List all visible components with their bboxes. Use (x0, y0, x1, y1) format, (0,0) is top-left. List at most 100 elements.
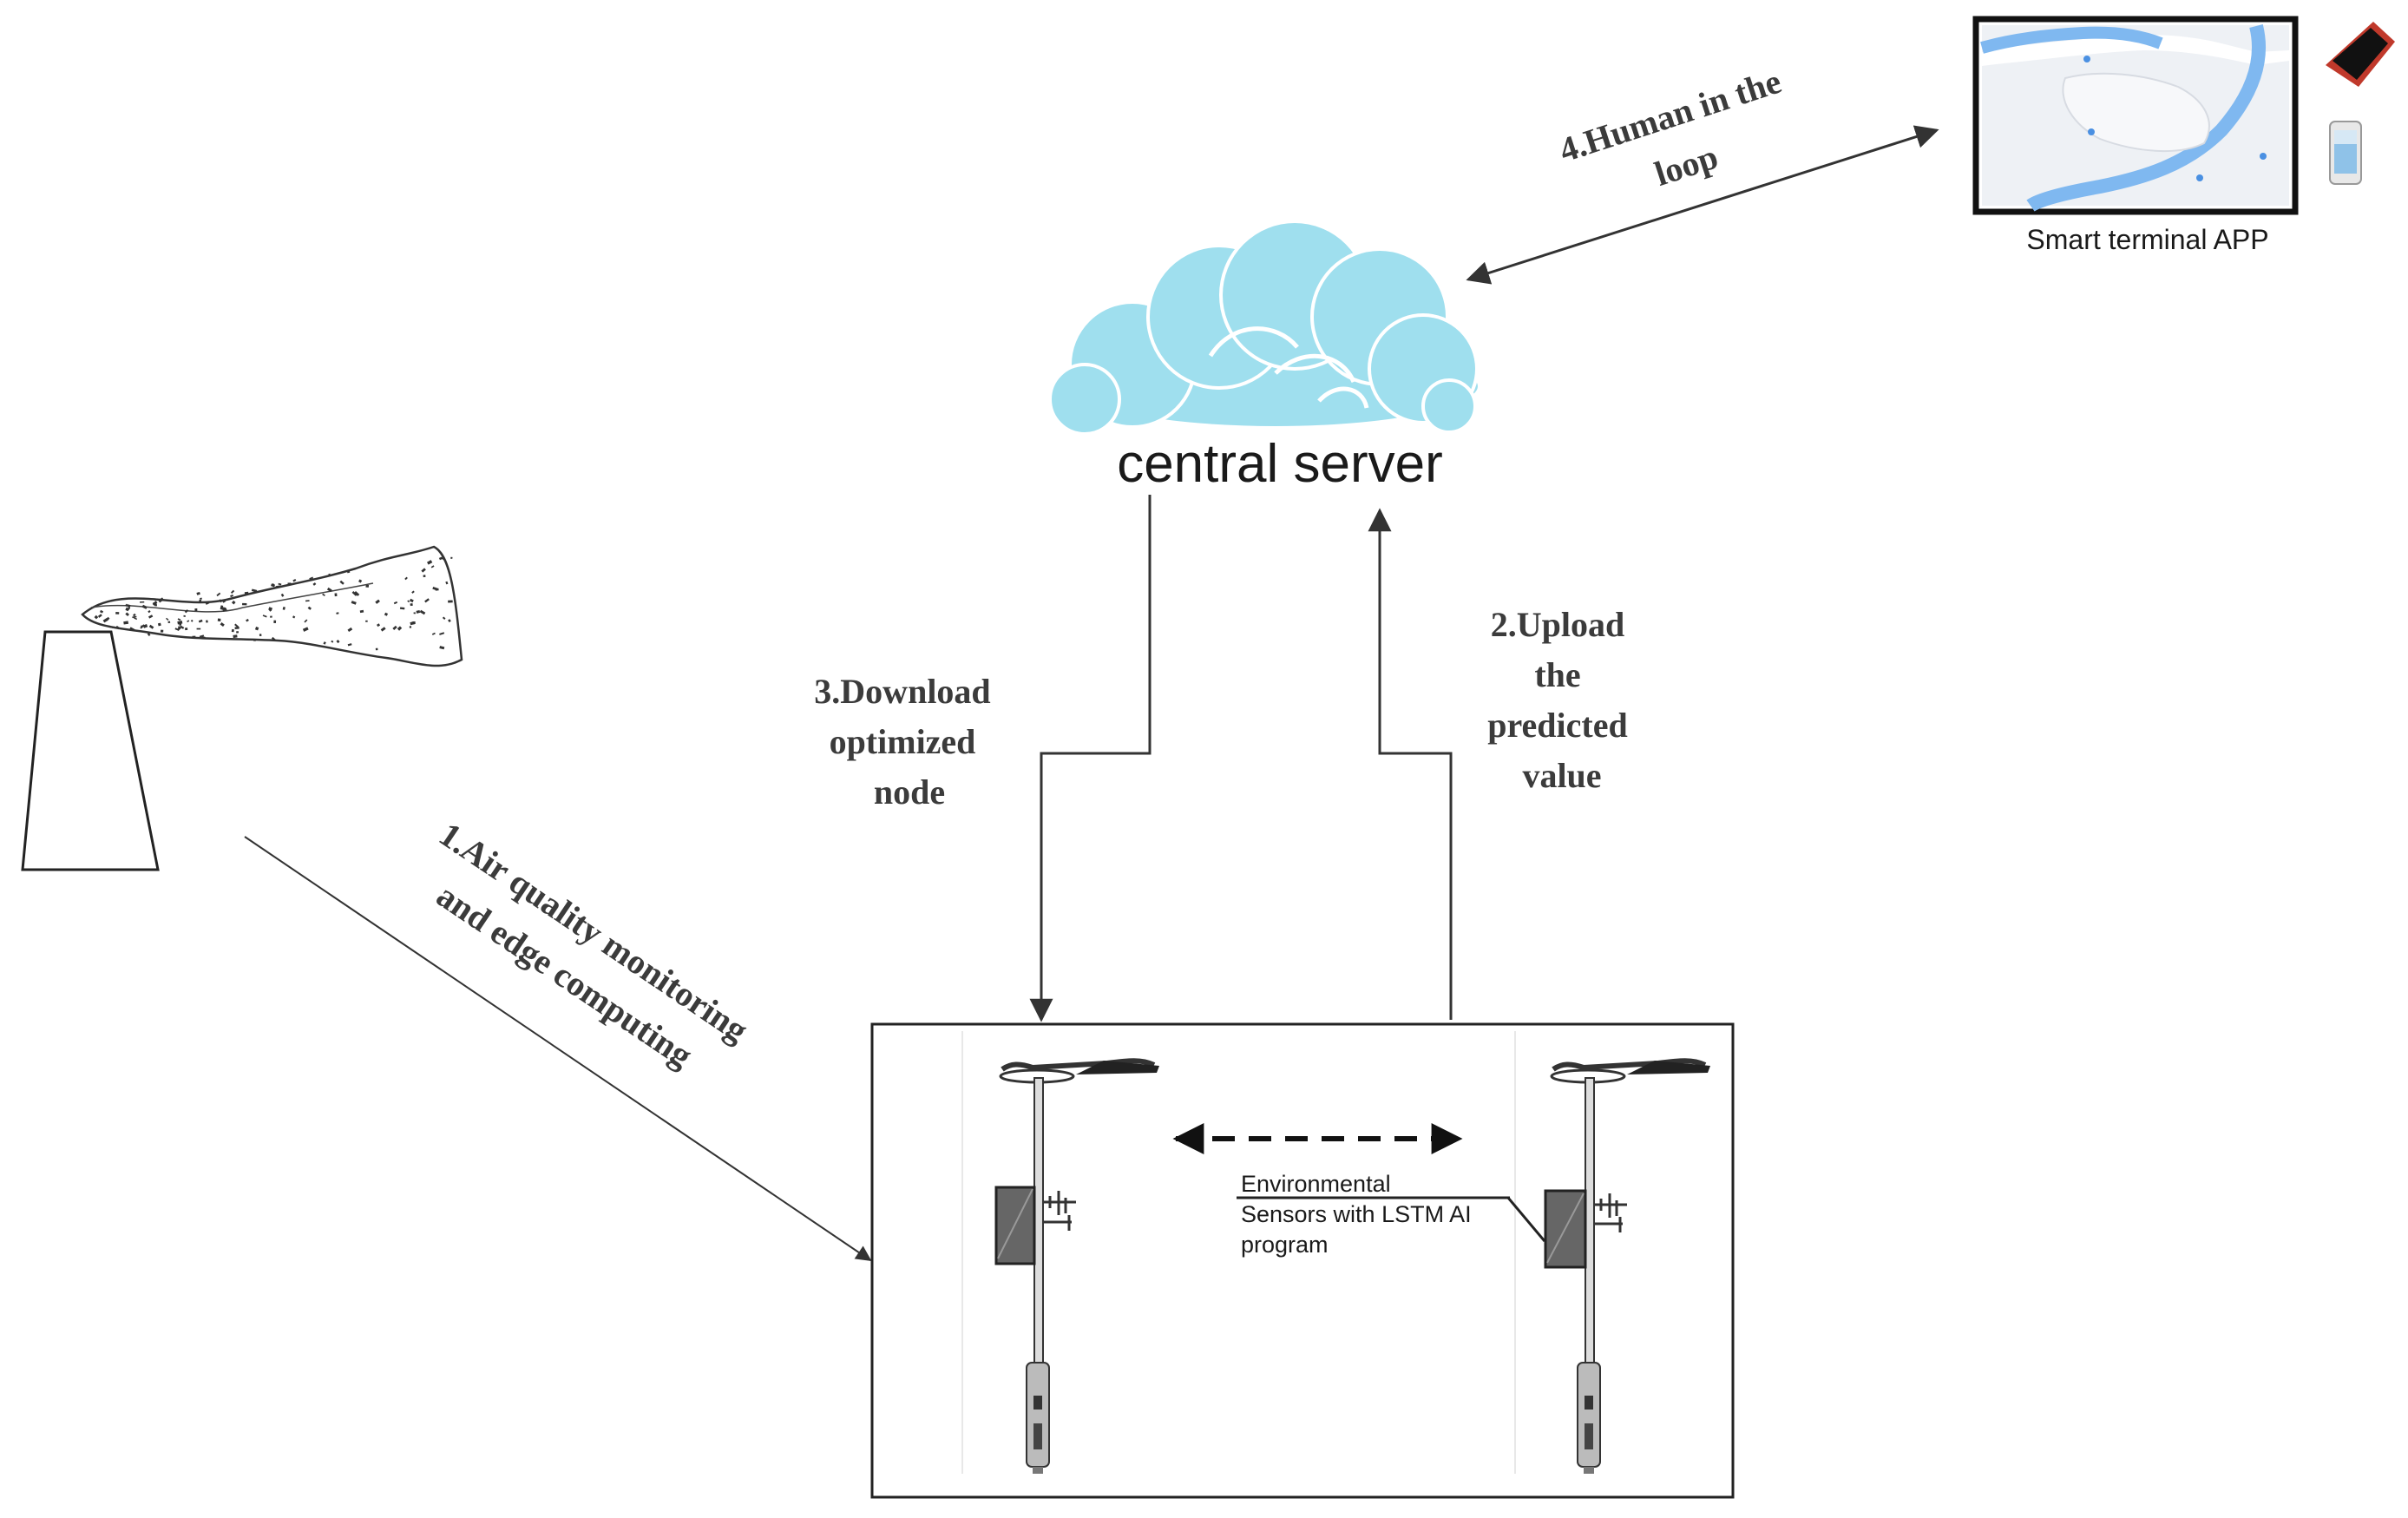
smoke-speck (231, 628, 234, 633)
smoke-speck (292, 615, 296, 619)
smoke-speck (259, 634, 262, 636)
smoke-speck (347, 570, 351, 574)
smoke-speck (365, 584, 370, 588)
smoke-speck (334, 593, 338, 597)
smoke-icon (81, 545, 463, 667)
smoke-speck (439, 646, 445, 650)
upload-arrow (1368, 508, 1453, 1020)
smoke-speck (125, 603, 128, 607)
smoke-speck (365, 620, 368, 622)
smoke-speck (174, 628, 180, 631)
smoke-speck (242, 602, 247, 606)
smoke-speck (187, 620, 190, 622)
smoke-speck (331, 640, 334, 643)
step-2-line-2: the (1534, 655, 1580, 694)
smoke-speck (419, 609, 426, 615)
smoke-speck (105, 616, 110, 621)
smoke-speck (273, 620, 277, 624)
smoke-speck (305, 600, 310, 602)
smoke-speck (380, 627, 386, 632)
smoke-speck (222, 608, 227, 613)
smoke-speck (312, 582, 317, 586)
step-4-label: 4.Human in the loop (1554, 62, 1786, 194)
smoke-speck (431, 632, 436, 635)
smoke-speck (336, 640, 340, 644)
smoke-speck (413, 612, 416, 614)
step-2-line-1: 2.Upload (1491, 605, 1625, 644)
smoke-speck (410, 603, 413, 607)
smoke-speck (407, 600, 410, 603)
smoke-speck (421, 568, 426, 573)
smoke-speck (323, 641, 326, 645)
smoke-speck (230, 594, 234, 598)
smoke-speck (184, 609, 189, 614)
smoke-speck (302, 627, 309, 632)
smoke-speck (254, 627, 259, 631)
smoke-speck (115, 612, 120, 614)
smoke-speck (393, 601, 398, 605)
smoke-speck (377, 623, 381, 628)
smoke-speck (399, 607, 405, 610)
smoke-speck (134, 617, 138, 621)
smoke-speck (148, 610, 151, 614)
smoke-speck (351, 591, 358, 596)
smoke-speck (439, 632, 445, 635)
smoke-speck (167, 621, 171, 623)
smoke-speck (154, 604, 157, 607)
smoke-speck (404, 576, 408, 581)
smoke-speck (198, 619, 203, 623)
smoke-speck (100, 609, 104, 614)
smoke-speck (200, 597, 202, 600)
smoke-speck (326, 587, 332, 593)
smoke-speck (448, 600, 453, 603)
chimney-icon (21, 630, 160, 871)
smoke-speck (309, 576, 314, 580)
smoke-speck (354, 591, 360, 596)
step-3-line-1: 3.Download (814, 672, 990, 711)
download-arrow (1029, 495, 1152, 1022)
smoke-speck (328, 573, 331, 576)
smoke-speck (430, 565, 435, 568)
smoke-speck (221, 599, 226, 603)
step-1-label: 1.Air quality monitoring and edge comput… (430, 814, 755, 1074)
smoke-speck (234, 623, 239, 628)
smoke-speck (410, 621, 415, 626)
smoke-speck (270, 615, 272, 618)
step-2-line-3: predicted (1487, 706, 1627, 745)
smoke-speck (411, 590, 415, 594)
smoke-speck (397, 626, 403, 631)
smoke-speck (244, 591, 249, 595)
cloud-icon (1048, 220, 1481, 436)
smoke-speck (97, 614, 102, 618)
smoke-speck (123, 621, 129, 625)
smoke-speck (154, 598, 159, 601)
smoke-speck (347, 643, 352, 647)
smoke-speck (424, 598, 430, 603)
smoke-speck (196, 591, 200, 595)
smoke-speck (220, 621, 225, 627)
smoke-speck (125, 612, 129, 617)
step-3-line-2: optimized (830, 722, 976, 761)
smoke-speck (147, 633, 151, 636)
smoke-speck (194, 608, 198, 612)
smoke-speck (275, 585, 281, 588)
smoke-speck (205, 601, 210, 605)
smoke-speck (180, 625, 185, 629)
smoke-speck (177, 621, 183, 625)
smoke-speck (292, 579, 297, 582)
smoke-speck (183, 614, 186, 617)
smoke-speck (271, 583, 276, 588)
lamp-post-right (1514, 1031, 1710, 1474)
smoke-speck (177, 618, 181, 621)
smoke-speck (205, 620, 208, 623)
step-2-line-4: value (1522, 756, 1601, 795)
smoke-speck (423, 575, 426, 578)
smoke-speck (234, 627, 239, 629)
smoke-speck (199, 599, 202, 602)
smoke-speck (280, 593, 285, 597)
smoke-speck (236, 631, 239, 634)
smoke-speck (409, 626, 412, 628)
step-2-label: 2.Upload the predicted value (1487, 605, 1627, 795)
smoke-speck (268, 607, 273, 611)
